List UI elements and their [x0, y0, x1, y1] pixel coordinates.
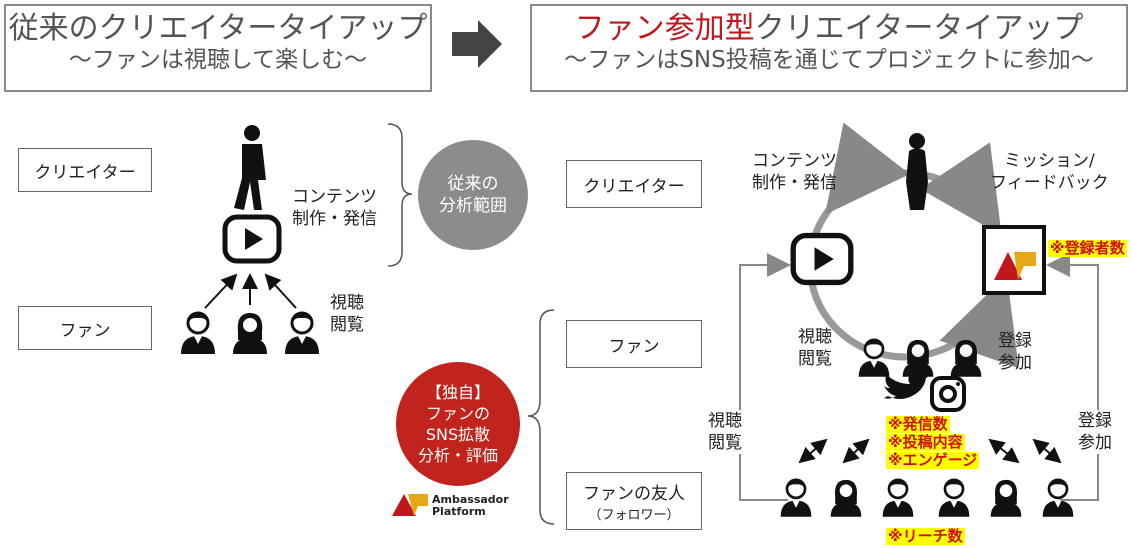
friend-icon-3: [881, 478, 915, 518]
fan-icon-left-1: [179, 311, 217, 354]
left-title: 従来のクリエイタータイアップ: [8, 11, 428, 46]
play-icon-left: [225, 217, 279, 261]
left-fan-box: ファン: [18, 306, 152, 350]
right-title: ファン参加型クリエイタータイアップ: [532, 12, 1126, 46]
left-view-label: 視聴 閲覧: [330, 293, 364, 335]
note-engage: ※エンゲージ: [886, 451, 980, 469]
left-subtitle: 〜ファンは視聴して楽しむ〜: [68, 47, 368, 73]
right-title-box: ファン参加型クリエイタータイアップ 〜ファンはSNS投稿を通じてプロジェクトに参…: [530, 4, 1128, 92]
right-friend-box: ファンの友人 （フォロワー）: [566, 472, 702, 530]
note-content: ※投稿内容: [886, 433, 965, 451]
transition-arrow: [452, 20, 502, 68]
ambassador-platform-logo-mark: [392, 494, 428, 516]
friend-icon-6: [1041, 478, 1075, 518]
fan-icon-left-3: [283, 311, 321, 354]
ambassador-platform-logo-text: Ambassador Platform: [432, 493, 509, 518]
friend-icon-1: [779, 478, 813, 518]
right-register-label: 登録 参加: [998, 331, 1032, 373]
instagram-icon: [930, 376, 966, 412]
right-mission-label: ミッション/ フィードバック: [990, 151, 1109, 193]
brace-middle: [527, 309, 555, 525]
friend-icon-4: [937, 478, 971, 518]
friend-icon-2: [829, 478, 863, 518]
left-title-box: 従来のクリエイタータイアップ 〜ファンは視聴して楽しむ〜: [4, 4, 432, 92]
outer-view-label: 視聴 閲覧: [708, 410, 742, 454]
outer-register-label: 登録 参加: [1078, 410, 1112, 454]
right-creator-box: クリエイター: [566, 160, 702, 208]
note-reach: ※リーチ数: [886, 527, 965, 545]
left-creator-box: クリエイター: [18, 148, 152, 192]
right-view-label: 視聴 閲覧: [798, 327, 832, 369]
play-icon-right: [793, 236, 851, 283]
note-posts: ※発信数: [886, 415, 950, 433]
creator-silhouette-left: [234, 125, 266, 210]
right-content-label: コンテンツ 制作・発信: [752, 151, 837, 193]
right-fan-box: ファン: [566, 320, 702, 368]
right-title-accent: ファン参加型: [574, 11, 755, 46]
traditional-scope-circle: 従来の 分析範囲: [418, 140, 528, 250]
right-title-rest: クリエイタータイアップ: [754, 11, 1084, 46]
note-registrants: ※登録者数: [1048, 239, 1127, 257]
unique-analysis-circle: 【独自】 ファンの SNS拡散 分析・評価: [396, 362, 520, 486]
left-content-label: コンテンツ 制作・発信: [292, 187, 377, 229]
creator-silhouette-right: [906, 133, 928, 210]
fan-icon-left-2: [232, 312, 268, 354]
twitter-icon: [884, 370, 932, 399]
brace-left: [387, 123, 413, 267]
right-subtitle: 〜ファンはSNS投稿を通じてプロジェクトに参加〜: [564, 47, 1094, 73]
friend-icon-5: [989, 478, 1023, 518]
